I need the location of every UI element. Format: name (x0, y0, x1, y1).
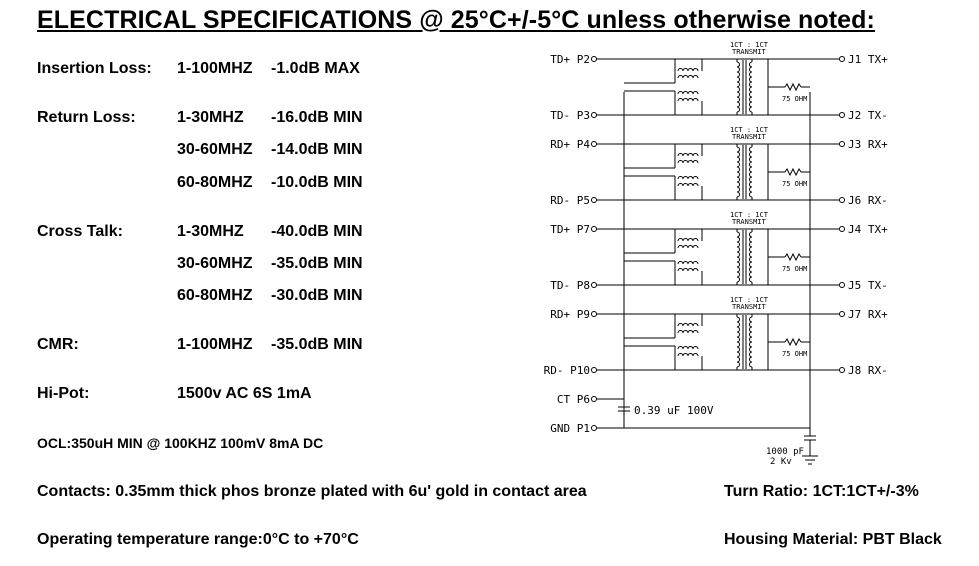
contacts-spec: Contacts: 0.35mm thick phos bronze plate… (37, 483, 587, 500)
cross-talk-value-3: -30.0dB MIN (271, 287, 363, 304)
cross-talk-freq-3: 60-80MHZ (177, 287, 253, 304)
channel-2-transmit-label: TRANSMIT (732, 133, 767, 141)
cross-talk-value-1: -40.0dB MIN (271, 223, 363, 240)
channel-4-pin-bottom-left: RD- P10 (544, 364, 590, 377)
ct-p6-label: CT P6 (557, 393, 590, 406)
channel-2-resistor-label: 75 OHM (782, 180, 807, 188)
channel-4-resistor-label: 75 OHM (782, 350, 807, 358)
channel-4: RD+ P9 RD- P10 J7 RX+ J8 RX- 1CT : 1CTTRANSM… (544, 296, 888, 377)
return-loss-value-3: -10.0dB MIN (271, 174, 363, 191)
cross-talk-freq-1: 1-30MHZ (177, 223, 244, 240)
cross-talk-freq-2: 30-60MHZ (177, 255, 253, 272)
ocl-spec: OCL:350uH MIN @ 100KHZ 100mV 8mA DC (37, 435, 324, 451)
channel-2: RD+ P4 RD- P5 J3 RX+ J6 RX- 1CT : 1CTTRANSMI… (550, 126, 888, 207)
channel-1-pin-bottom-left: TD- P3 (550, 109, 590, 122)
cap-1000pf-label: 1000 pF (766, 447, 804, 457)
channel-4-pin-top-left: RD+ P9 (550, 308, 590, 321)
channel-1-transmit-label: TRANSMIT (732, 48, 767, 56)
cross-talk-value-2: -35.0dB MIN (271, 255, 363, 272)
channel-3-transmit-label: TRANSMIT (732, 218, 767, 226)
channel-1-resistor-label: 75 OHM (782, 95, 807, 103)
channel-3-pin-bottom-left: TD- P8 (550, 279, 590, 292)
channel-3-pin-bottom-right: J5 TX- (848, 279, 888, 292)
insertion-loss-freq: 1-100MHZ (177, 60, 253, 77)
channel-2-pin-top-left: RD+ P4 (550, 138, 590, 151)
channel-4-ratio-label: 1CT : 1CT (730, 296, 769, 304)
insertion-loss-label: Insertion Loss: (37, 60, 152, 77)
channel-4-transmit-label: TRANSMIT (732, 303, 767, 311)
channel-3-resistor-label: 75 OHM (782, 265, 807, 273)
cap-2kv-label: 2 Kv (770, 457, 792, 467)
channel-2-pin-bottom-left: RD- P5 (550, 194, 590, 207)
cross-talk-label: Cross Talk: (37, 223, 123, 240)
channel-2-ratio-label: 1CT : 1CT (730, 126, 769, 134)
cmr-value: -35.0dB MIN (271, 336, 363, 353)
return-loss-value-1: -16.0dB MIN (271, 109, 363, 126)
hipot-label: Hi-Pot: (37, 385, 90, 402)
housing-spec: Housing Material: PBT Black (724, 531, 942, 548)
return-loss-value-2: -14.0dB MIN (271, 141, 363, 158)
channel-1-pin-top-right: J1 TX+ (848, 53, 888, 66)
return-loss-label: Return Loss: (37, 109, 136, 126)
channel-2-pin-bottom-right: J6 RX- (848, 194, 888, 207)
channel-3: TD+ P7 TD- P8 J4 TX+ J5 TX- 1CT : 1CTTRANSMI… (550, 211, 888, 292)
channel-3-pin-top-left: TD+ P7 (550, 223, 590, 236)
channel-1-pin-bottom-right: J2 TX- (848, 109, 888, 122)
channel-1-ratio-label: 1CT : 1CT (730, 41, 769, 49)
hipot-value: 1500v AC 6S 1mA (177, 385, 312, 402)
channel-4-pin-top-right: J7 RX+ (848, 308, 888, 321)
page-title: ELECTRICAL SPECIFICATIONS @ 25°C+/-5°C u… (37, 6, 875, 34)
insertion-loss-value: -1.0dB MAX (271, 60, 360, 77)
channel-1-pin-top-left: TD+ P2 (550, 53, 590, 66)
channel-3-pin-top-right: J4 TX+ (848, 223, 888, 236)
return-loss-freq-1: 1-30MHZ (177, 109, 244, 126)
operating-temp-spec: Operating temperature range:0°C to +70°C (37, 531, 359, 548)
cmr-label: CMR: (37, 336, 79, 353)
gnd-p1-label: GND P1 (550, 422, 590, 435)
channel-2-pin-top-right: J3 RX+ (848, 138, 888, 151)
cmr-freq: 1-100MHZ (177, 336, 253, 353)
return-loss-freq-3: 60-80MHZ (177, 174, 253, 191)
return-loss-freq-2: 30-60MHZ (177, 141, 253, 158)
cap-039uf-label: 0.39 uF 100V (634, 404, 714, 417)
channel-3-ratio-label: 1CT : 1CT (730, 211, 769, 219)
channel-1: TD+ P2 TD- P3 J1 TX+ J2 TX- 1CT : 1CTTRANSMI… (550, 41, 888, 122)
channel-4-pin-bottom-right: J8 RX- (848, 364, 888, 377)
turn-ratio-spec: Turn Ratio: 1CT:1CT+/-3% (724, 483, 919, 500)
